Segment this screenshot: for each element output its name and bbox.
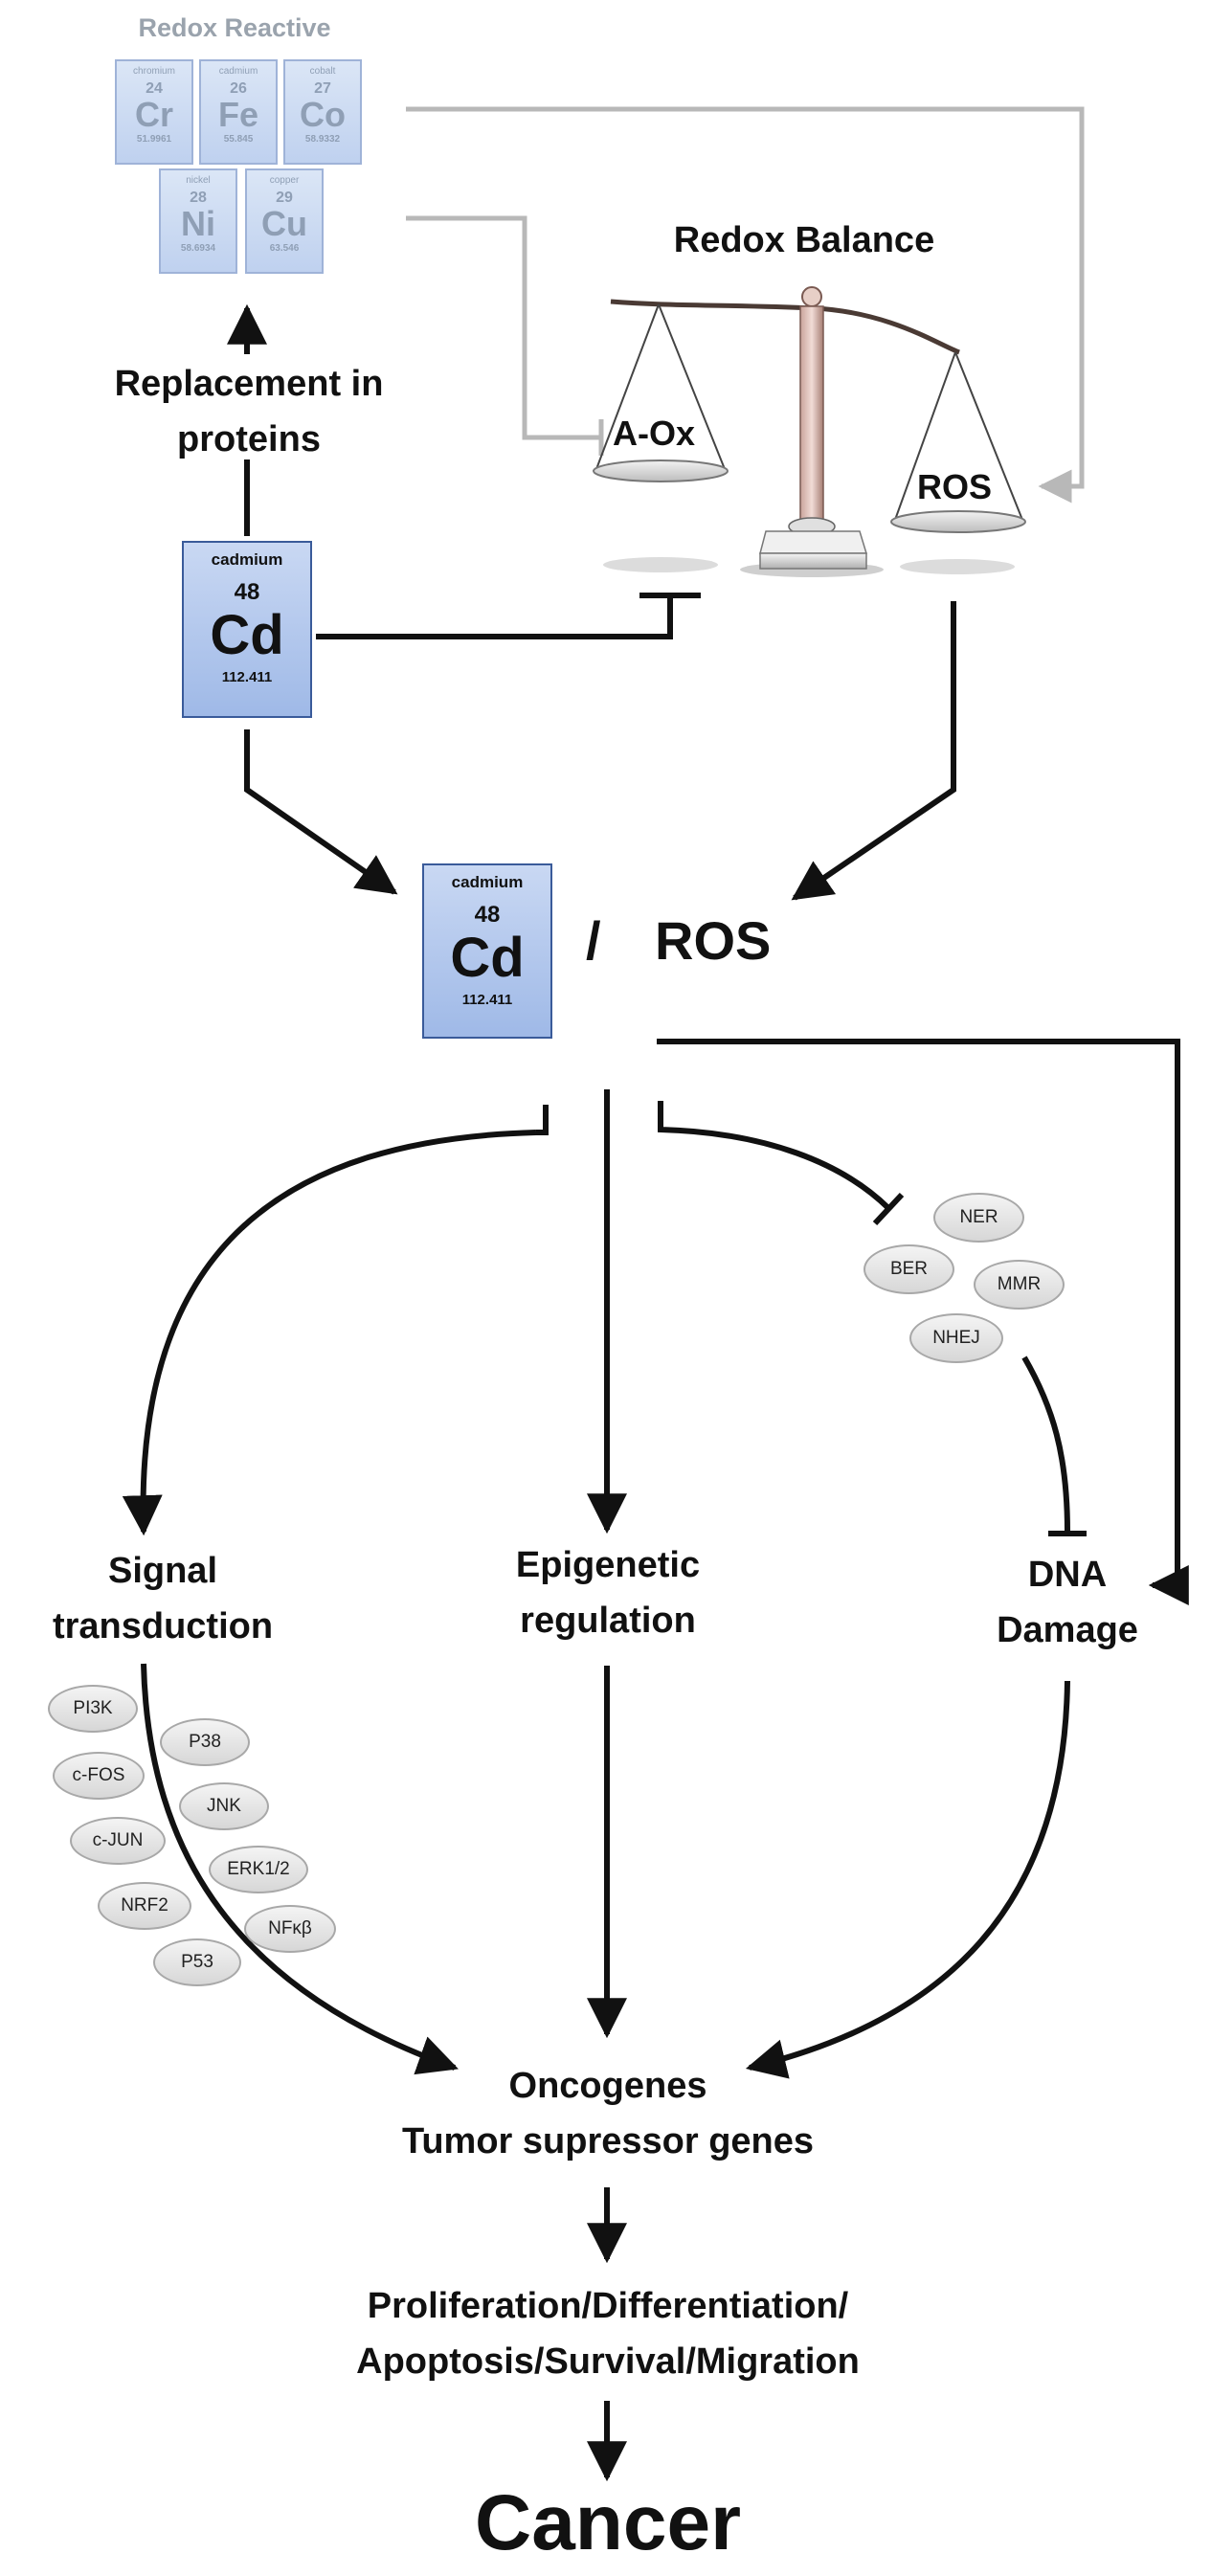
proliferation-label: Proliferation/Differentiation/ Apoptosis… (356, 2286, 860, 2382)
pill-c-jun: c-JUN (70, 1817, 166, 1865)
repair-inhibit-curve (658, 1101, 905, 1226)
element-card-copper: copper 29 Cu 63.546 (245, 168, 324, 274)
grey-arrow-top (406, 106, 1085, 504)
element-card-nickel: nickel 28 Ni 58.6934 (159, 168, 237, 274)
element-card-cobalt: cobalt 27 Co 58.9332 (283, 59, 362, 165)
dna-damage-label: DNA Damage (997, 1555, 1138, 1650)
balance-scale-icon (593, 286, 1026, 577)
epigenetic-regulation-label: Epigenetic regulation (515, 1545, 701, 1641)
nhej-inhibit-dna (1021, 1355, 1087, 1536)
pill-jnk: JNK (179, 1782, 269, 1830)
element-card-iron: cadmium 26 Fe 55.845 (199, 59, 278, 165)
pill-c-fos: c-FOS (53, 1752, 145, 1800)
pill-erk: ERK1/2 (209, 1846, 308, 1893)
grey-inhibit-arrow (406, 215, 604, 456)
cd-to-cdros-arrow (244, 729, 398, 895)
cancer-label: Cancer (474, 2479, 742, 2566)
aox-label: A-Ox (613, 414, 696, 453)
redox-balance-label: Redox Balance (673, 220, 935, 260)
ros-scale-label: ROS (917, 467, 993, 506)
signal-transduction-label: Signal transduction (52, 1551, 274, 1646)
right-path-arrow (657, 1039, 1189, 1605)
slash-separator: / (586, 910, 601, 971)
pill-p53: P53 (153, 1938, 241, 1986)
oncogenes-label: Oncogenes Tumor supressor genes (401, 2066, 815, 2162)
cd-inhibit-aox (316, 593, 701, 639)
signal-to-oncogenes (141, 1663, 459, 2075)
pill-mmr: MMR (974, 1260, 1065, 1310)
replacement-label: Replacement in proteins (114, 364, 384, 459)
pill-nrf2: NRF2 (98, 1882, 191, 1930)
signal-curve-arrow (122, 1105, 549, 1536)
cadmium-card-top: cadmium 48 Cd 112.411 (182, 541, 312, 718)
pill-ber: BER (863, 1244, 954, 1294)
pill-nhej: NHEJ (909, 1313, 1003, 1363)
pill-ner: NER (933, 1193, 1024, 1243)
dna-to-oncogenes (745, 1680, 1070, 2079)
element-card-chromium: chromium 24 Cr 51.9961 (115, 59, 193, 165)
pill-nfkb: NFκβ (244, 1905, 336, 1953)
ros-to-cdros-arrow (791, 601, 956, 901)
cd-ros-label: ROS (655, 910, 772, 971)
pill-p38: P38 (160, 1718, 250, 1766)
cadmium-card-center: cadmium 48 Cd 112.411 (422, 863, 552, 1039)
pill-pi3k: PI3K (48, 1685, 138, 1733)
redox-reactive-title: Redox Reactive (138, 13, 331, 42)
